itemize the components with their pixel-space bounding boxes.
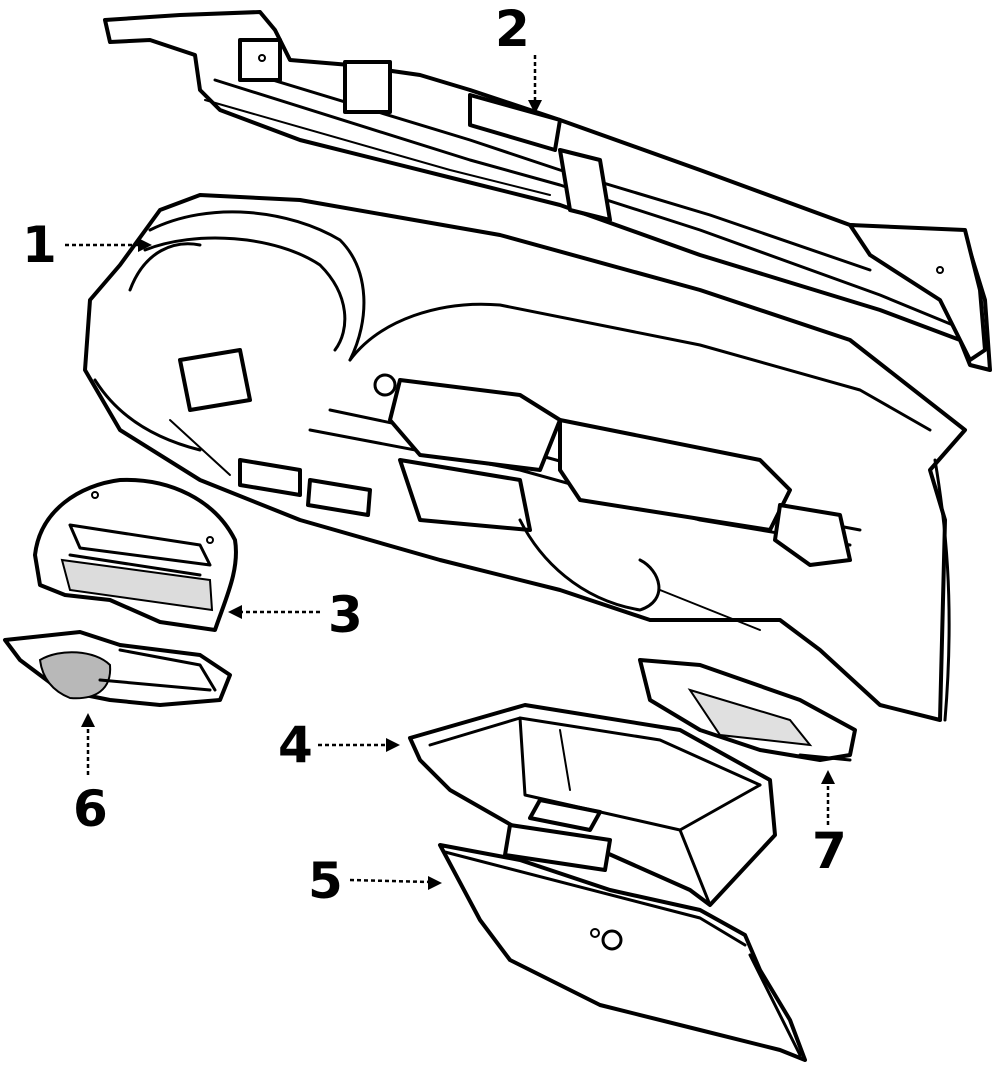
callout-7: 7: [812, 822, 847, 880]
glove-box-door-part: [438, 843, 807, 1062]
leader-2: [528, 55, 542, 114]
leader-4: [318, 738, 400, 752]
lower-cover-part: [3, 630, 232, 707]
leader-lines: [65, 55, 835, 890]
leader-6: [81, 713, 95, 775]
leader-3: [228, 605, 320, 619]
callout-6: 6: [73, 780, 108, 838]
callout-5: 5: [308, 852, 343, 910]
leader-7: [821, 770, 835, 825]
leader-5: [349, 876, 442, 890]
cluster-bezel-part: [33, 477, 238, 632]
lower-trim-part: [638, 658, 857, 762]
glove-box-bin-part: [408, 703, 777, 907]
instrument-panel-part: [83, 193, 967, 722]
callout-4: 4: [278, 716, 313, 774]
callout-2: 2: [495, 0, 530, 58]
callout-3: 3: [328, 586, 363, 644]
callout-1: 1: [22, 216, 57, 274]
leader-1: [65, 238, 152, 252]
callout-labels: 1 2 3 4 5 6 7: [22, 0, 847, 910]
upper-reinforcement-part: [103, 10, 992, 372]
